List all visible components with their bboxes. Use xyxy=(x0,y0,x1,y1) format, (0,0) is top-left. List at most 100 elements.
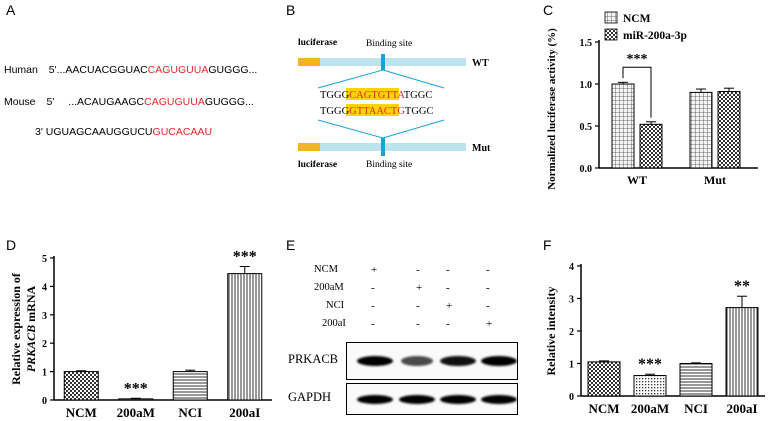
treatment-mark: - xyxy=(446,264,450,276)
treatment-mark: - xyxy=(446,282,450,294)
mouse-label: Mouse xyxy=(4,96,36,108)
treatment-mark: - xyxy=(486,264,490,276)
intensity-bar-200am xyxy=(633,375,667,397)
panel-label-e: E xyxy=(286,237,296,253)
intensity-bar-nci xyxy=(679,363,713,397)
zoom-line-left-top xyxy=(317,69,384,89)
significance-stars: *** xyxy=(124,380,148,397)
panel-label-c: C xyxy=(543,2,554,18)
bar-mut-ncm xyxy=(689,91,713,169)
x-tick-label: 200aM xyxy=(631,401,669,416)
human-prime: 5' xyxy=(48,64,57,76)
intensity-bar-200ai xyxy=(725,307,759,397)
panel-label-b: B xyxy=(286,2,296,18)
treatment-label-200am: 200aM xyxy=(314,282,344,293)
panel-label-a: A xyxy=(6,2,16,18)
wt-sequence: TGGGCAGTGTTATGGC xyxy=(320,90,432,101)
gapdh-band xyxy=(357,394,393,404)
y-tick-label: 3 xyxy=(42,311,47,322)
mirna-seq-row: 3' UGUAGCAAUGGUCUGUCACAAU xyxy=(35,126,212,138)
y-tick-label: 4 xyxy=(42,282,47,293)
human-seq-suffix: GUGGG... xyxy=(208,64,258,76)
mut-sequence: TGGGGTTAACTGTGGC xyxy=(320,106,434,117)
human-label: Human xyxy=(4,64,38,76)
wt-tag: WT xyxy=(472,58,489,69)
binding-site-label-top: Binding site xyxy=(366,39,412,49)
y-tick-label: 1 xyxy=(42,368,47,379)
x-tick-label: WT xyxy=(627,173,647,187)
bar-wt-mir200a xyxy=(639,123,663,169)
y-tick-label: 5 xyxy=(42,254,47,265)
gapdh-band xyxy=(440,394,476,404)
prkacb-blot-label: PRKACB xyxy=(288,352,339,366)
luciferase-box-top xyxy=(298,58,320,66)
gapdh-blot-box xyxy=(346,383,518,415)
zoom-line-right-bottom xyxy=(382,119,445,139)
y-tick-label: 0 xyxy=(569,392,574,403)
treatment-mark: - xyxy=(416,300,420,312)
mut-tag: Mut xyxy=(472,143,491,154)
x-tick-label: NCM xyxy=(588,401,619,416)
mouse-seq-row: Mouse 5'...ACAUGAAGCCAGUGUUAGUGGG... xyxy=(4,96,254,108)
treatment-mark: + xyxy=(446,300,453,312)
binding-site-mark-bottom xyxy=(381,138,385,156)
x-tick-label: NCI xyxy=(684,401,708,416)
prkacb-band xyxy=(357,356,393,366)
mut-site-highlight xyxy=(346,104,399,116)
gapdh-blot-label: GAPDH xyxy=(288,390,332,404)
treatment-label-ncm: NCM xyxy=(314,264,338,275)
treatment-mark: + xyxy=(371,264,378,276)
significance-bracket xyxy=(622,66,652,118)
y-axis-label: Relative intensity xyxy=(544,287,558,376)
y-tick-label: 1.0 xyxy=(580,80,593,91)
x-tick-label: 200aI xyxy=(229,405,260,420)
y-axis-label: Normalized luciferase activity (%) xyxy=(546,28,558,190)
gapdh-band xyxy=(399,394,435,404)
x-tick-label: NCM xyxy=(66,405,97,420)
y-tick-label: 1 xyxy=(569,360,574,371)
legend-swatch xyxy=(604,28,618,41)
y-tick-label: 4 xyxy=(569,262,574,273)
x-tick-label: Mut xyxy=(704,173,726,187)
y-tick-label: 0 xyxy=(42,396,47,407)
prkacb-bar-ncm xyxy=(63,371,99,401)
legend-label: NCM xyxy=(623,13,651,25)
x-tick-label: 200aI xyxy=(726,401,757,416)
treatment-label-200ai: 200aI xyxy=(322,318,346,329)
y-tick-label: 1.5 xyxy=(580,38,593,49)
treatment-mark: + xyxy=(416,282,423,294)
x-tick-label: NCI xyxy=(178,405,202,420)
human-seq-row: Human 5'...AACUACGGUACCAGUGUUAGUGGG... xyxy=(4,64,257,76)
gapdh-band xyxy=(481,394,517,404)
luciferase-label-bottom: luciferase xyxy=(298,160,337,170)
legend-swatch xyxy=(604,11,618,24)
y-tick-label: 2 xyxy=(42,339,47,350)
treatment-mark: - xyxy=(416,264,420,276)
y-tick-label: 3 xyxy=(569,295,574,306)
bar-mut-mir200a xyxy=(717,91,741,169)
treatment-mark: - xyxy=(486,300,490,312)
treatment-mark: - xyxy=(371,300,375,312)
treatment-mark: - xyxy=(446,318,450,330)
mouse-seq-suffix: GUGGG... xyxy=(204,96,254,108)
panel-label-d: D xyxy=(6,237,17,253)
gene-name: PRKACB xyxy=(24,325,38,372)
human-seed-site: CAGUGUUA xyxy=(147,64,209,76)
treatment-label-nci: NCI xyxy=(326,300,345,311)
mouse-prime: 5' xyxy=(46,96,55,108)
mrna-suffix: mRNA xyxy=(24,285,38,324)
mouse-seq-prefix: ...ACAUGAAGC xyxy=(68,96,145,108)
luciferase-label-top: luciferase xyxy=(298,38,337,48)
mirna-seed: GUCACAAU xyxy=(152,126,213,138)
prkacb-band xyxy=(481,356,517,366)
y-axis-label-line2: PRKACB mRNA xyxy=(24,285,38,372)
y-axis-label-line1: Relative expression of xyxy=(9,272,23,385)
binding-site-mark-top xyxy=(381,54,385,70)
x-tick-label: 200aM xyxy=(117,405,155,420)
western-blot-panel: NCM+---200aM-+--NCI--+-200aI---+ PRKACB … xyxy=(286,258,536,418)
zoom-line-right-top xyxy=(382,69,445,89)
prkacb-band xyxy=(440,356,476,366)
